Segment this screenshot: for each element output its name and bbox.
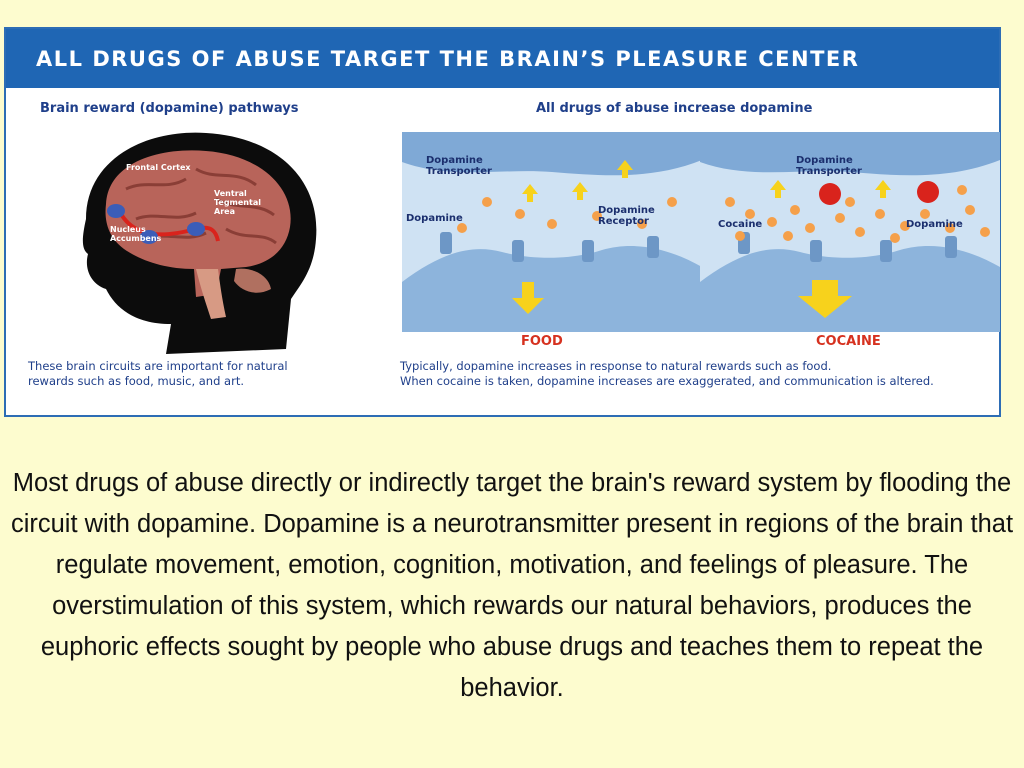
food-receptor-line1: Dopamine bbox=[598, 205, 655, 216]
cocaine-label-small: Cocaine bbox=[718, 219, 763, 230]
vta-label: Ventral Tegmental Area bbox=[214, 189, 261, 216]
right-subtitle: All drugs of abuse increase dopamine bbox=[536, 101, 813, 116]
receptor-4 bbox=[647, 236, 659, 258]
receptor-2 bbox=[810, 240, 822, 262]
vta-label-line3: Area bbox=[214, 207, 235, 216]
banner-title: ALL DRUGS OF ABUSE TARGET THE BRAIN’S PL… bbox=[36, 46, 860, 71]
transporter-arrow-1 bbox=[522, 184, 538, 202]
food-synapse-svg bbox=[402, 132, 702, 332]
brain-folds bbox=[125, 167, 277, 245]
nucleus-label-line2: Accumbens bbox=[110, 234, 162, 243]
dopamine-3 bbox=[547, 219, 557, 229]
food-transporter-line2: Transporter bbox=[426, 166, 492, 177]
dopamine-1 bbox=[457, 223, 467, 233]
left-caption-line1: These brain circuits are important for n… bbox=[28, 359, 288, 373]
cocaine-dopamine-label: Dopamine bbox=[906, 219, 963, 230]
dopamine-7 bbox=[667, 197, 677, 207]
left-subtitle: Brain reward (dopamine) pathways bbox=[40, 101, 299, 116]
receptor-3 bbox=[880, 240, 892, 262]
right-caption-line1: Typically, dopamine increases in respons… bbox=[400, 359, 832, 373]
cerebellum bbox=[234, 268, 271, 293]
brainstem bbox=[196, 269, 226, 319]
dopamine-6 bbox=[482, 197, 492, 207]
postsynaptic-terminal bbox=[402, 246, 702, 332]
food-synapse-panel bbox=[402, 132, 702, 332]
vta-spot bbox=[187, 222, 205, 236]
receptor-4 bbox=[945, 236, 957, 258]
right-caption: Typically, dopamine increases in respons… bbox=[400, 359, 995, 389]
cocaine-synapse-panel bbox=[700, 132, 1000, 332]
presynaptic-terminal bbox=[700, 132, 1000, 176]
left-caption-line2: rewards such as food, music, and art. bbox=[28, 374, 244, 388]
transporter-arrow-1 bbox=[770, 180, 786, 198]
receptor-1 bbox=[440, 232, 452, 254]
food-transporter-line1: Dopamine bbox=[426, 155, 483, 166]
nucleus-label-line1: Nucleus bbox=[110, 225, 146, 234]
cocaine-blocker-2 bbox=[917, 181, 939, 203]
cocaine-label: COCAINE bbox=[816, 334, 881, 349]
figure-banner: ALL DRUGS OF ABUSE TARGET THE BRAIN’S PL… bbox=[6, 29, 999, 88]
cocaine-blocker-1 bbox=[819, 183, 841, 205]
food-transporter-label: Dopamine Transporter bbox=[426, 155, 492, 177]
transporter-arrow-2 bbox=[875, 180, 891, 198]
receptor-3 bbox=[582, 240, 594, 262]
cocaine-down-arrow bbox=[798, 280, 852, 318]
nucleus-accumbens-label: Nucleus Accumbens bbox=[110, 225, 161, 243]
dopamine-figure: ALL DRUGS OF ABUSE TARGET THE BRAIN’S PL… bbox=[4, 27, 1001, 417]
receptor-2 bbox=[512, 240, 524, 262]
cocaine-transporter-line2: Transporter bbox=[796, 166, 862, 177]
food-receptor-line2: Receptor bbox=[598, 216, 649, 227]
explanation-paragraph: Most drugs of abuse directly or indirect… bbox=[10, 469, 1014, 702]
nucleus-accumbens-spot bbox=[140, 230, 158, 244]
transporter-arrow-2 bbox=[572, 182, 588, 200]
postsynaptic-terminal bbox=[700, 246, 1000, 332]
cocaine-synapse-svg bbox=[700, 132, 1000, 332]
brain-illustration bbox=[82, 132, 317, 354]
dopamine-4 bbox=[592, 211, 602, 221]
frontal-cortex-spot bbox=[107, 204, 125, 218]
cocaine-transporter-line1: Dopamine bbox=[796, 155, 853, 166]
dopamine-5 bbox=[637, 219, 647, 229]
vta-label-line2: Tegmental bbox=[214, 198, 261, 207]
dopamine-2 bbox=[515, 209, 525, 219]
left-caption: These brain circuits are important for n… bbox=[28, 359, 328, 389]
dopamine-cluster bbox=[725, 185, 990, 243]
right-caption-line2: When cocaine is taken, dopamine increase… bbox=[400, 374, 934, 388]
food-receptor-label: Dopamine Receptor bbox=[598, 205, 655, 227]
vta-label-line1: Ventral bbox=[214, 189, 247, 198]
food-down-arrow bbox=[512, 282, 544, 314]
frontal-cortex-label: Frontal Cortex bbox=[126, 163, 191, 172]
cocaine-transporter-label: Dopamine Transporter bbox=[796, 155, 862, 177]
food-dopamine-label: Dopamine bbox=[406, 213, 463, 224]
food-label: FOOD bbox=[521, 334, 563, 349]
transporter-arrow-3 bbox=[617, 160, 633, 178]
